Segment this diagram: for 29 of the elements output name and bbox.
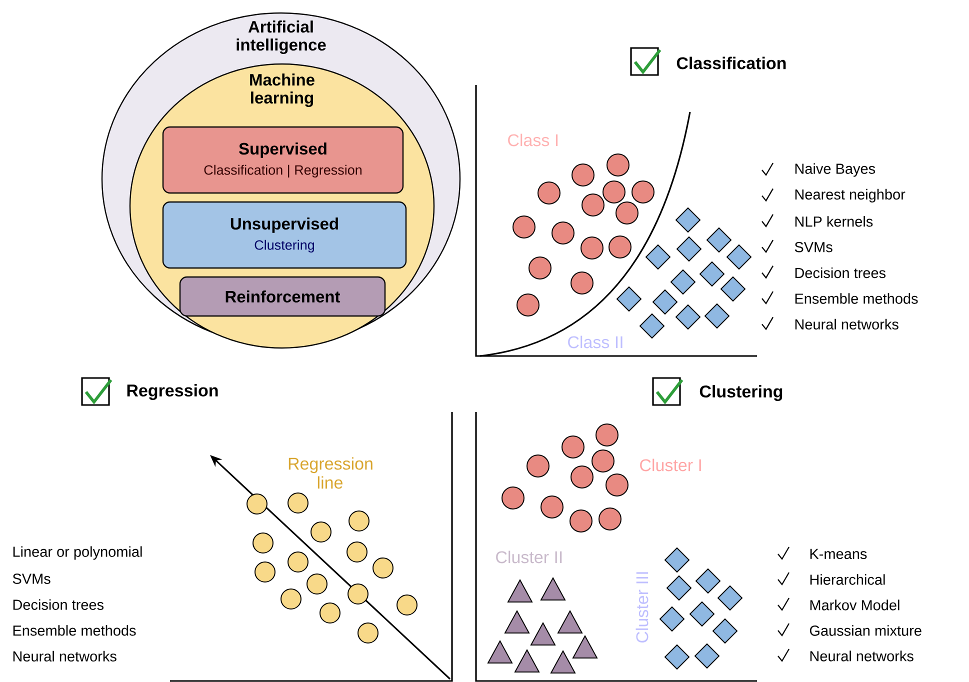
method-item: Decision trees xyxy=(795,267,886,278)
method-item: Ensemble methods xyxy=(13,625,136,636)
cluster-label: Cluster II xyxy=(496,550,562,564)
method-item: Neural networks xyxy=(810,650,914,662)
method-item: Hierarchical xyxy=(810,574,885,585)
method-item: Markov Model xyxy=(810,600,900,610)
method-item: SVMs xyxy=(794,242,832,252)
method-item: Neural networks xyxy=(795,318,898,330)
method-item: Ensemble methods xyxy=(795,293,918,304)
category-box: Reinforcement xyxy=(179,276,386,317)
class-label: Class I xyxy=(508,134,558,146)
heading: Clustering xyxy=(700,385,782,401)
cluster-label: Cluster I xyxy=(640,458,701,472)
category-box: Unsupervised Clustering xyxy=(162,201,407,269)
method-item: Linear or polynomial xyxy=(13,546,142,560)
class-label: Class II xyxy=(568,336,622,348)
method-item: Neural networks xyxy=(13,650,116,662)
method-item: Nearest neighbor xyxy=(795,188,906,202)
plot-label: Regression line xyxy=(288,457,372,489)
method-item: Gaussian mixture xyxy=(810,625,922,636)
method-item: SVMs xyxy=(12,574,50,584)
heading: Classification xyxy=(676,56,786,70)
method-item: NLP kernels xyxy=(795,216,873,227)
method-item: K-means xyxy=(810,548,867,560)
cluster-label: Cluster III xyxy=(636,572,648,642)
heading: Regression xyxy=(127,384,218,400)
method-item: Naive Bayes xyxy=(795,163,876,177)
method-item: Decision trees xyxy=(13,599,104,610)
category-box: Supervised Classification | Regression xyxy=(162,126,404,194)
